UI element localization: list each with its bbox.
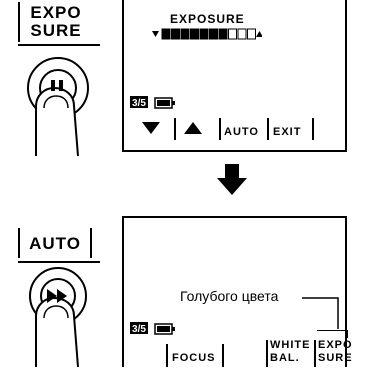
finger-press-fast-forward (29, 267, 87, 367)
softkey-divider (267, 118, 269, 140)
page-indicator: 3/5 (130, 96, 148, 109)
page-indicator-text: 3/5 (132, 324, 146, 335)
camera-screen-1: EXPOSURE 3/5 AUTO EXIT (122, 0, 347, 152)
meter-right-arrow-icon (256, 31, 262, 37)
softkey-white-line-2: BAL. (270, 352, 300, 364)
exposure-title: EXPOSURE (170, 12, 245, 26)
finger-press-pause (27, 57, 89, 157)
softkey-auto[interactable]: AUTO (224, 126, 259, 138)
meter-cell-empty (247, 28, 256, 40)
softkey-expo-line-2: SURE (318, 352, 353, 364)
page-indicator-text: 3/5 (132, 98, 146, 109)
meter-cell-empty (237, 28, 247, 40)
exposure-button-label: EXPO SURE (18, 2, 100, 46)
fast-forward-icon (47, 289, 67, 303)
softkey-exposure[interactable]: EXPO SURE (317, 330, 353, 368)
softkey-divider (174, 118, 176, 140)
label-left-bar (18, 2, 20, 42)
softkey-exit[interactable]: EXIT (273, 126, 302, 138)
label-underline (18, 44, 100, 46)
softkey-divider (219, 118, 221, 140)
softkey-down[interactable] (142, 121, 162, 135)
label-right-bar (90, 228, 92, 258)
annotation-leader (302, 297, 339, 329)
exposure-level-meter (152, 28, 262, 40)
softkey-up[interactable] (184, 121, 204, 135)
up-triangle-icon (184, 122, 202, 134)
auto-button-label: AUTO (18, 228, 100, 264)
meter-cell-filled (161, 28, 171, 40)
softkey-divider (312, 118, 314, 140)
softkey-divider (166, 344, 168, 367)
softkey-divider (314, 340, 316, 367)
label-line-2: SURE (30, 21, 82, 40)
softkey-white-balance[interactable]: WHITE BAL. (270, 340, 314, 364)
camera-screen-2: Голубого цвета 3/5 FOCUS WHITE BAL. EXPO… (122, 216, 352, 367)
meter-cell-filled (180, 28, 190, 40)
softkey-focus[interactable]: FOCUS (172, 352, 216, 364)
meter-cell-filled (171, 28, 180, 40)
meter-cell-filled (218, 28, 228, 40)
battery-icon (154, 323, 175, 335)
page-indicator: 3/5 (130, 322, 148, 335)
arrow-down-icon (217, 164, 247, 195)
color-annotation: Голубого цвета (180, 288, 279, 304)
label-left-bar (18, 228, 20, 258)
pause-icon (51, 80, 63, 91)
softkey-white-line-1: WHITE (270, 339, 311, 351)
label-text: AUTO (29, 234, 81, 253)
softkey-expo-line-1: EXPO (318, 339, 353, 351)
exposure-highlight-box (317, 330, 348, 338)
softkey-divider (222, 344, 224, 367)
softkey-divider (266, 340, 268, 367)
meter-left-arrow-icon (152, 31, 159, 37)
meter-cell-filled (209, 28, 218, 40)
battery-icon (154, 97, 175, 109)
label-underline (18, 261, 100, 263)
meter-cell-empty (228, 28, 237, 40)
label-line-1: EXPO (30, 3, 82, 22)
down-triangle-icon (142, 122, 160, 134)
meter-cell-filled (190, 28, 199, 40)
meter-cell-filled (199, 28, 209, 40)
